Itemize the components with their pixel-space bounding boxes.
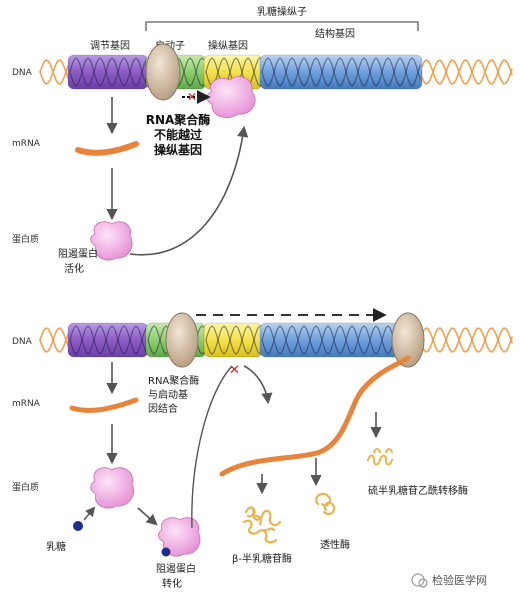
- polymerase-binding-note-line-1: RNA聚合酶: [148, 374, 199, 387]
- polycistronic-mrna: [219, 355, 411, 477]
- mrna-strand-top: [75, 141, 139, 156]
- beta-galactosidase-label: β-半乳糖苷酶: [232, 552, 292, 565]
- inactivated-repressor-protein: [158, 517, 201, 557]
- repressor-protein-bottom: [90, 467, 135, 509]
- dna-strand-bottom: [39, 322, 513, 358]
- operator-gene-label: 操纵基因: [208, 39, 248, 52]
- wechat-icon: [411, 573, 425, 587]
- structural-gene-segment: [259, 54, 423, 90]
- repressor-label-bottom-line-2: 转化: [162, 577, 182, 590]
- bound-lactose-molecule: [161, 547, 171, 557]
- regulator-gene-label: 调节基因: [90, 39, 130, 52]
- dna-label-top: DNA: [12, 68, 33, 78]
- repressor-label-top-line-2: 活化: [64, 262, 84, 275]
- mrna-label-bottom: mRNA: [12, 399, 41, 409]
- mrna-label-top: mRNA: [12, 139, 41, 149]
- bound-repressor-protein: [206, 76, 256, 118]
- blocked-x-mark: ✕: [187, 90, 197, 104]
- structural-gene-segment: [259, 322, 423, 358]
- operon-label: 乳糖操纵子: [257, 5, 307, 18]
- watermark: 检验医学网: [411, 573, 487, 588]
- lactose-binding-arrow: [83, 506, 96, 521]
- repressor-protein-top: [90, 221, 133, 261]
- operon-bracket: [145, 21, 419, 31]
- repressor-binding-arrow: [129, 125, 249, 256]
- structural-gene-label: 结构基因: [315, 27, 355, 40]
- free-operator-x-mark: ✕: [229, 363, 240, 378]
- watermark-text: 检验医学网: [432, 573, 487, 587]
- polymerase-note-line-1: RNA聚合酶: [146, 112, 211, 127]
- protein-label-bottom: 蛋白质: [12, 481, 39, 493]
- operator-gene-segment: [203, 322, 263, 358]
- polymerase-note-line-2: 不能越过: [154, 127, 202, 142]
- transacetylase-label: 硫半乳糖苷乙酰转移酶: [368, 484, 468, 497]
- repressor-release-arrow: [191, 365, 233, 529]
- lactose-molecule: [73, 521, 83, 531]
- beta-galactosidase-enzyme: [242, 506, 282, 544]
- transacetylase-enzyme: [367, 448, 393, 466]
- rna-polymerase-bottom-start: [165, 312, 199, 368]
- rna-polymerase-bottom-end: [391, 312, 425, 368]
- polymerase-note-line-3: 操纵基因: [154, 142, 202, 157]
- repressor-label-bottom-line-1: 阻遏蛋白: [156, 562, 196, 575]
- dna-strand-top: [39, 54, 513, 90]
- rna-polymerase-top: [145, 43, 181, 101]
- polymerase-binding-note-line-2: 与启动基: [148, 388, 188, 401]
- repressor-label-top-line-1: 阻遏蛋白: [58, 247, 98, 260]
- permease-label: 透性酶: [320, 538, 350, 551]
- dna-label-bottom: DNA: [12, 337, 33, 347]
- lactose-label: 乳糖: [46, 540, 66, 553]
- protein-label-top: 蛋白质: [12, 233, 39, 245]
- inactivation-arrow: [137, 507, 158, 526]
- regulator-gene-segment: [67, 54, 149, 90]
- regulator-gene-segment: [67, 322, 149, 358]
- polymerase-binding-note-line-3: 因结合: [148, 402, 178, 415]
- mrna-strand-bottom: [69, 397, 139, 413]
- permease-enzyme: [315, 492, 336, 516]
- operator-free-arrow: [243, 365, 273, 405]
